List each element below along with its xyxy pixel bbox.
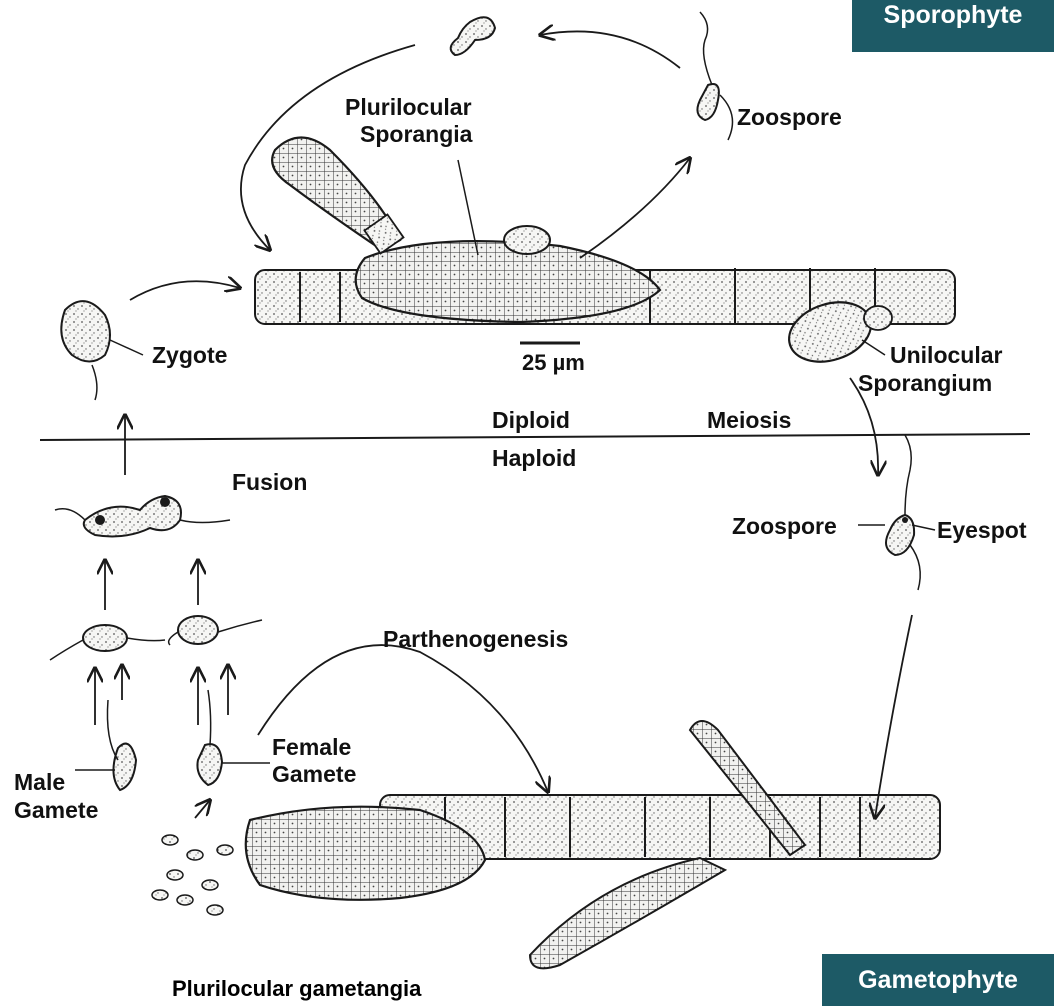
unilocular-sporangium-label-line2: Sporangium <box>858 371 992 396</box>
zoospore-bottom-label: Zoospore <box>732 514 837 539</box>
zoospore-top-label: Zoospore <box>737 105 842 130</box>
diploid-label: Diploid <box>492 408 570 433</box>
germinating-zoospore <box>451 17 495 55</box>
fusing-gametes <box>55 496 230 536</box>
female-gamete-label-line1: Female <box>272 735 351 760</box>
small-sporangium-bud <box>504 226 550 254</box>
gametophyte-badge: Gametophyte <box>822 954 1054 1006</box>
zoospore-bottom-cell <box>886 435 920 590</box>
male-gamete-label-line2: Gamete <box>14 798 98 823</box>
female-gamete-cell <box>197 690 222 785</box>
scale-bar-label: 25 µm <box>522 350 585 375</box>
female-gamete-label-line2: Gamete <box>272 762 356 787</box>
plurilocular-sporangium-upright <box>272 138 403 254</box>
zygote-label: Zygote <box>152 343 227 368</box>
zoospore-top-cell <box>697 12 732 140</box>
male-gamete-label-line1: Male <box>14 770 65 795</box>
zygote-cell <box>61 301 110 400</box>
fusion-label: Fusion <box>232 470 307 495</box>
unilocular-sporangium-label-line1: Unilocular <box>890 343 1002 368</box>
approaching-gametes <box>50 616 262 660</box>
gametangium-branch-lower <box>530 858 725 968</box>
ploidy-divider-line <box>40 434 1030 440</box>
male-gamete-cell <box>107 700 136 790</box>
plurilocular-sporangia-label-line1: Plurilocular <box>345 95 472 120</box>
meiosis-label: Meiosis <box>707 408 791 433</box>
plurilocular-sporangia-label-line2: Sporangia <box>360 122 472 147</box>
plurilocular-sporangium-large <box>356 241 660 322</box>
plurilocular-gametangia-caption: Plurilocular gametangia <box>172 976 421 1002</box>
sporophyte-badge: Sporophyte <box>852 0 1054 52</box>
released-gametes-cluster <box>152 835 233 915</box>
eyespot-label: Eyespot <box>937 518 1026 543</box>
parthenogenesis-label: Parthenogenesis <box>383 627 568 652</box>
haploid-label: Haploid <box>492 446 576 471</box>
